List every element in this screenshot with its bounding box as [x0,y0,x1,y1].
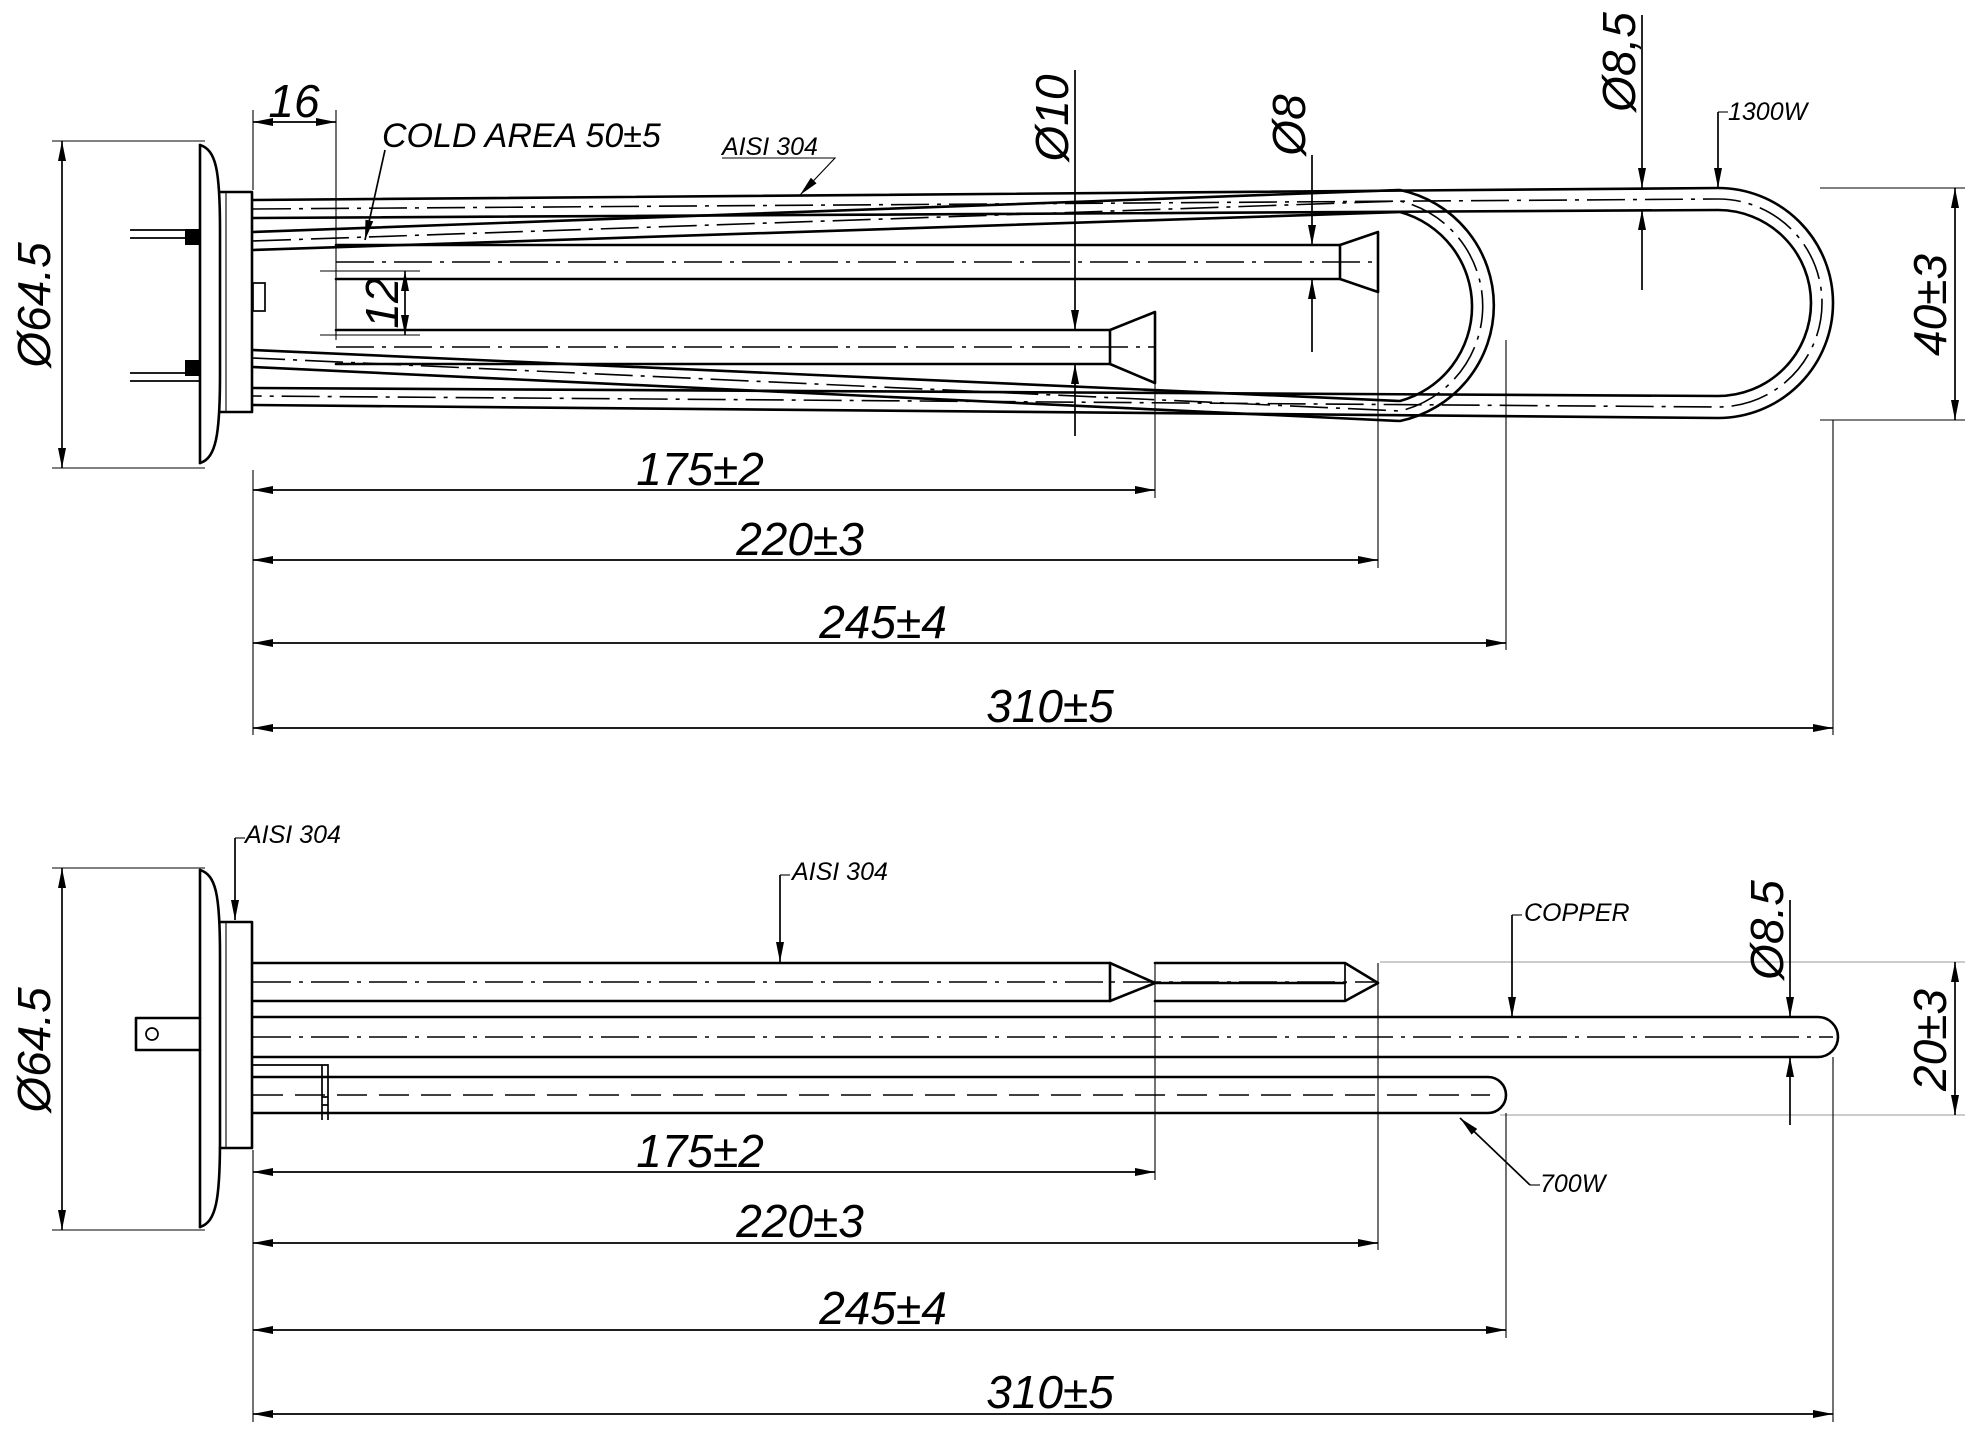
side-copper-callout: COPPER [1508,899,1630,1017]
side-rod-upper [251,961,1380,1003]
side-extension-lines [1380,961,1965,1116]
side-copper-label: COPPER [1524,899,1630,927]
top-diameter-c-dim: Ø8,5 [1593,12,1646,290]
side-rod-lower [251,1064,1508,1120]
side-tube-diameter-label: Ø8.5 [1741,880,1793,982]
side-tube-material-label: AISI 304 [790,858,888,886]
top-view: Ø64.5 16 12 COLD AREA 50±5 AISI 304 [8,12,1965,735]
side-tube-diameter-dim: Ø8.5 [1741,880,1794,1125]
top-cold-area-callout: COLD AREA 50±5 [364,117,661,241]
top-diameter-a-dim: Ø10 [1026,70,1079,436]
top-power-label: 1300W [1728,98,1810,126]
side-height-dim: 20±3 [1904,962,1959,1115]
side-power-label: 700W [1540,1170,1608,1198]
top-material-callout: AISI 304 [720,133,837,196]
side-flange [134,868,254,1229]
top-offset-dim: 16 [252,75,337,340]
top-length-2-label: 220±3 [735,513,864,565]
top-length-dims: 175±2 220±3 245±4 310±5 [252,292,1834,735]
side-length-2-label: 220±3 [735,1195,864,1247]
side-length-1-label: 175±2 [636,1125,764,1177]
top-diameter-a-label: Ø10 [1026,74,1078,163]
top-flange-diameter-dim: Ø64.5 [8,140,205,469]
side-tube-material-callout: AISI 304 [776,858,888,962]
side-power-callout: 700W [1459,1117,1608,1198]
side-rod-copper [251,1015,1840,1059]
top-flange [130,143,266,465]
side-view: Ø64.5 AISI 304 AISI 304 [8,821,1965,1422]
top-loop-width-dim: 40±3 [1820,187,1965,421]
top-pin-gap-dim: 12 [320,270,420,336]
top-length-3-label: 245±4 [818,596,947,648]
top-pin-gap-label: 12 [356,277,408,328]
side-length-4-label: 310±5 [986,1366,1114,1418]
side-flange-diameter-label: Ø64.5 [8,987,60,1115]
top-loop-width-label: 40±3 [1904,254,1956,356]
side-flange-material-label: AISI 304 [243,821,341,849]
cold-area-label: COLD AREA 50±5 [382,117,661,155]
top-length-1-label: 175±2 [636,443,764,495]
side-flange-diameter-dim: Ø64.5 [8,867,205,1231]
top-diameter-b-label: Ø8 [1263,94,1315,158]
top-power-callout: 1300W [1714,98,1810,188]
top-material-label: AISI 304 [720,133,818,161]
top-outer-loop [251,186,1835,420]
side-height-label: 20±3 [1904,989,1956,1092]
top-diameter-b-dim: Ø8 [1263,94,1316,352]
side-length-dims: 175±2 220±3 245±4 310±5 [252,963,1834,1422]
top-middle-loop [251,188,1496,423]
side-flange-material-callout: AISI 304 [231,821,341,920]
top-diameter-c-label: Ø8,5 [1593,12,1645,114]
top-offset-label: 16 [268,75,320,127]
top-flange-diameter-label: Ø64.5 [8,242,60,370]
side-length-3-label: 245±4 [818,1282,947,1334]
top-length-4-label: 310±5 [986,680,1114,732]
